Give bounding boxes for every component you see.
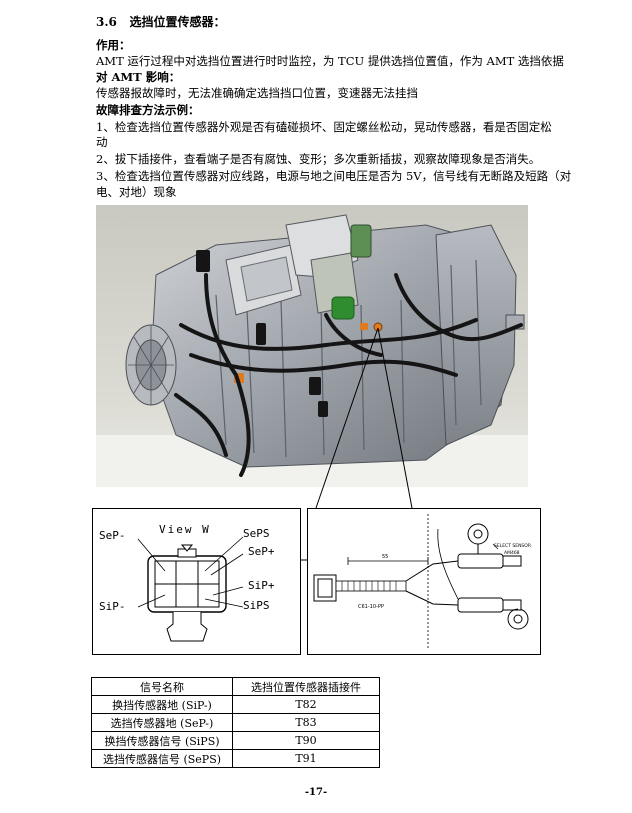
section-title: 选挡位置传感器： xyxy=(129,15,226,29)
pin-label-sep-plus: SeP+ xyxy=(248,545,275,558)
troubleshoot-heading: 故障排查方法示例： xyxy=(96,103,200,117)
pin-label-sips: SiPS xyxy=(243,599,270,612)
signal-name-cell: 换挡传感器信号 (SiPS) xyxy=(91,731,233,750)
header-connector: 选挡位置传感器插接件 xyxy=(232,677,380,696)
signal-name-cell: 选挡传感器信号 (SePS) xyxy=(91,749,233,768)
pin-cell: T90 xyxy=(232,731,380,750)
table-row: 选挡传感器信号 (SePS) T91 xyxy=(91,749,380,768)
view-label: View W xyxy=(159,523,211,536)
signal-name-cell: 换挡传感器地 (SiP-) xyxy=(91,695,233,714)
impact-text: 传感器报故障时，无法准确确定选挡挡口位置，变速器无法挂挡 xyxy=(96,86,418,100)
pin-label-seps: SePS xyxy=(243,527,270,540)
connector-pinout-diagram: View W SeP- SePS SeP+ SiP+ SiP- SiPS xyxy=(92,508,301,655)
table-row: 换挡传感器地 (SiP-) T82 xyxy=(91,695,380,714)
connector-drawing xyxy=(137,536,244,642)
table-row: 换挡传感器信号 (SiPS) T90 xyxy=(91,731,380,750)
page-number: -17- xyxy=(304,787,328,798)
table-row: 选挡传感器地 (SeP-) T83 xyxy=(91,713,380,732)
pin-cell: T83 xyxy=(232,713,380,732)
signal-name-cell: 选挡传感器地 (SeP-) xyxy=(91,713,233,732)
connector-code-label: C61-10-PP xyxy=(358,604,384,610)
step-1-line-b: 动 xyxy=(96,135,108,149)
step-3-line-a: 3、检查选挡位置传感器对应线路，电源与地之间电压是否为 5V，信号线有无断路及短… xyxy=(96,169,572,183)
purpose-text: AMT 运行过程中对选挡位置进行时时监控，为 TCU 提供选挡位置值，作为 AM… xyxy=(96,54,564,68)
purpose-heading: 作用： xyxy=(96,38,131,52)
dimension-label: 55 xyxy=(382,554,389,560)
table-header-row: 信号名称 选挡位置传感器插接件 xyxy=(91,677,380,696)
pin-label-sip-minus: SiP- xyxy=(99,600,126,613)
pin-cell: T91 xyxy=(232,749,380,768)
impact-heading: 对 AMT 影响： xyxy=(96,70,181,84)
pin-cell: T82 xyxy=(232,695,380,714)
pin-assignment-table: 信号名称 选挡位置传感器插接件 换挡传感器地 (SiP-) T82 选挡传感器地… xyxy=(91,677,380,768)
sensor-label: SELECT SENSOR xyxy=(494,544,531,549)
step-3-line-b: 电、对地）现象 xyxy=(96,185,177,199)
pin-label-sep-minus: SeP- xyxy=(99,529,126,542)
section-heading: 3.6 选挡位置传感器： xyxy=(96,14,225,30)
step-1-line-a: 1、检查选挡位置传感器外观是否有磕碰损坏、固定螺丝松动，晃动传感器，看是否固定松 xyxy=(96,120,552,134)
step-2: 2、拔下插接件，查看端子是否有腐蚀、变形；多次重新插拔，观察故障现象是否消失。 xyxy=(96,152,541,166)
header-signal-name: 信号名称 xyxy=(91,677,233,696)
sensor-harness-drawing: SELECT SENSOR AM468 55 C61-10-PP xyxy=(307,508,541,655)
harness-drawing xyxy=(313,514,529,649)
pin-label-sip-plus: SiP+ xyxy=(248,579,275,592)
transmission-illustration xyxy=(96,205,528,487)
part-label: AM468 xyxy=(504,551,520,556)
section-number: 3.6 xyxy=(96,15,117,29)
